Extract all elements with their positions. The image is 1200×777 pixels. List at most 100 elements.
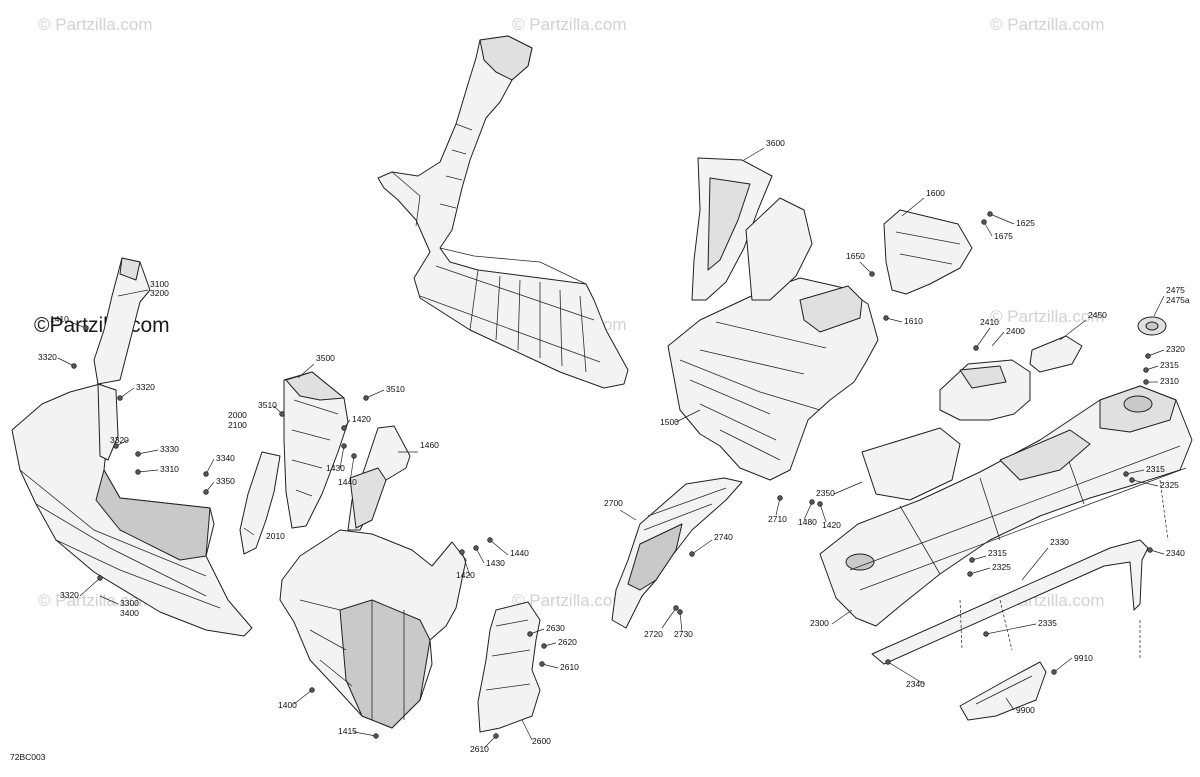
fastener-icon — [983, 631, 989, 637]
fastener-icon — [969, 557, 975, 563]
leader-line — [475, 547, 485, 564]
leader-line — [975, 327, 991, 349]
fastener-icon — [1129, 477, 1135, 483]
fastener-icon — [817, 501, 823, 507]
fastener-icon — [117, 395, 123, 401]
leader-line — [117, 289, 149, 297]
fastener-icon — [341, 443, 347, 449]
callout-2450: 2450 — [1088, 310, 1107, 320]
leader-line — [1125, 469, 1145, 475]
callout-2310: 2310 — [1160, 376, 1179, 386]
callout-3510: 3510 — [386, 384, 405, 394]
callout-3300: 3300 — [120, 598, 139, 608]
watermark: © Partzilla.com — [38, 591, 153, 610]
watermark: © Partzilla.com — [990, 307, 1105, 326]
fastener-icon — [689, 551, 695, 557]
callout-2320: 2320 — [1166, 344, 1185, 354]
callout-2340: 2340 — [1166, 548, 1185, 558]
callout-2335: 2335 — [1038, 618, 1057, 628]
fastener-icon — [539, 661, 545, 667]
callout-1430: 1430 — [326, 463, 345, 473]
leader-line — [489, 539, 509, 556]
callout-2610: 2610 — [560, 662, 579, 672]
callout-1480: 1480 — [798, 517, 817, 527]
fastener-icon — [135, 451, 141, 457]
leader-line — [99, 595, 119, 605]
callout-9900: 9900 — [1016, 705, 1035, 715]
fastener-icon — [1123, 471, 1129, 477]
callout-2720: 2720 — [644, 629, 663, 639]
fastener-icon — [1051, 669, 1057, 675]
callout-2315: 2315 — [1146, 464, 1165, 474]
callout-2300: 2300 — [810, 618, 829, 628]
callout-9910: 9910 — [1074, 653, 1093, 663]
floor-tunnel-part — [819, 385, 1193, 627]
upper-frame-part — [377, 35, 629, 389]
fastener-icon — [885, 659, 891, 665]
leader-line — [901, 197, 925, 217]
leader-line — [1131, 479, 1159, 487]
callout-1600: 1600 — [926, 188, 945, 198]
leader-line — [887, 661, 925, 685]
leader-line — [831, 609, 853, 625]
callout-2100: 2100 — [228, 420, 247, 430]
fastener-icon — [973, 345, 979, 351]
leader-line — [969, 567, 991, 575]
callout-2730: 2730 — [674, 629, 693, 639]
figure-code: 72BC003 — [10, 752, 46, 762]
callout-2700: 2700 — [604, 498, 623, 508]
leader-line — [483, 735, 497, 749]
fastener-icon — [459, 549, 465, 555]
leader-line — [803, 501, 813, 521]
leader-line — [989, 213, 1015, 225]
fastener-icon — [279, 411, 285, 417]
callout-3320: 3320 — [38, 352, 57, 362]
leader-line — [679, 611, 683, 633]
leader-line — [339, 445, 345, 469]
leader-line — [661, 607, 677, 629]
callout-1625: 1625 — [1016, 218, 1035, 228]
watermark: © Partzilla.com — [512, 15, 627, 34]
fastener-icon — [1147, 547, 1153, 553]
fastener-icon — [203, 489, 209, 495]
fastener-icon — [373, 733, 379, 739]
callout-3500: 3500 — [316, 353, 335, 363]
leader-line — [675, 409, 701, 423]
callout-2475: 2475 — [1166, 285, 1185, 295]
leader-line — [69, 321, 87, 329]
callout-1400: 1400 — [278, 700, 297, 710]
leader-line — [1147, 349, 1165, 357]
fastener-icon — [363, 395, 369, 401]
leader-line — [57, 357, 75, 367]
callout-2325: 2325 — [1160, 480, 1179, 490]
callout-2475a: 2475a — [1166, 295, 1190, 305]
callout-3100: 3100 — [150, 279, 169, 289]
callout-2740: 2740 — [714, 532, 733, 542]
fastener-icon — [473, 545, 479, 551]
callout-2315: 2315 — [988, 548, 1007, 558]
fastener-icon — [809, 499, 815, 505]
callout-1460: 1460 — [420, 440, 439, 450]
callout-2630: 2630 — [546, 623, 565, 633]
leader-line — [349, 455, 355, 483]
leader-line — [691, 539, 713, 555]
leader-line — [1021, 547, 1049, 581]
leader-line — [119, 387, 135, 399]
callout-1420: 1420 — [822, 520, 841, 530]
leader-line — [137, 449, 159, 455]
callout-1675: 1675 — [994, 231, 1013, 241]
callout-1420: 1420 — [456, 570, 475, 580]
callout-3510: 3510 — [258, 400, 277, 410]
callout-2340: 2340 — [906, 679, 925, 689]
leader-line — [775, 497, 781, 516]
callout-3600: 3600 — [766, 138, 785, 148]
callout-1650: 1650 — [846, 251, 865, 261]
callout-2010: 2010 — [266, 531, 285, 541]
callout-1440: 1440 — [338, 477, 357, 487]
left-rocker-part — [11, 257, 253, 637]
fastener-icon — [677, 609, 683, 615]
callout-1500: 1500 — [660, 417, 679, 427]
callout-3400: 3400 — [120, 608, 139, 618]
fastener-icon — [71, 363, 77, 369]
